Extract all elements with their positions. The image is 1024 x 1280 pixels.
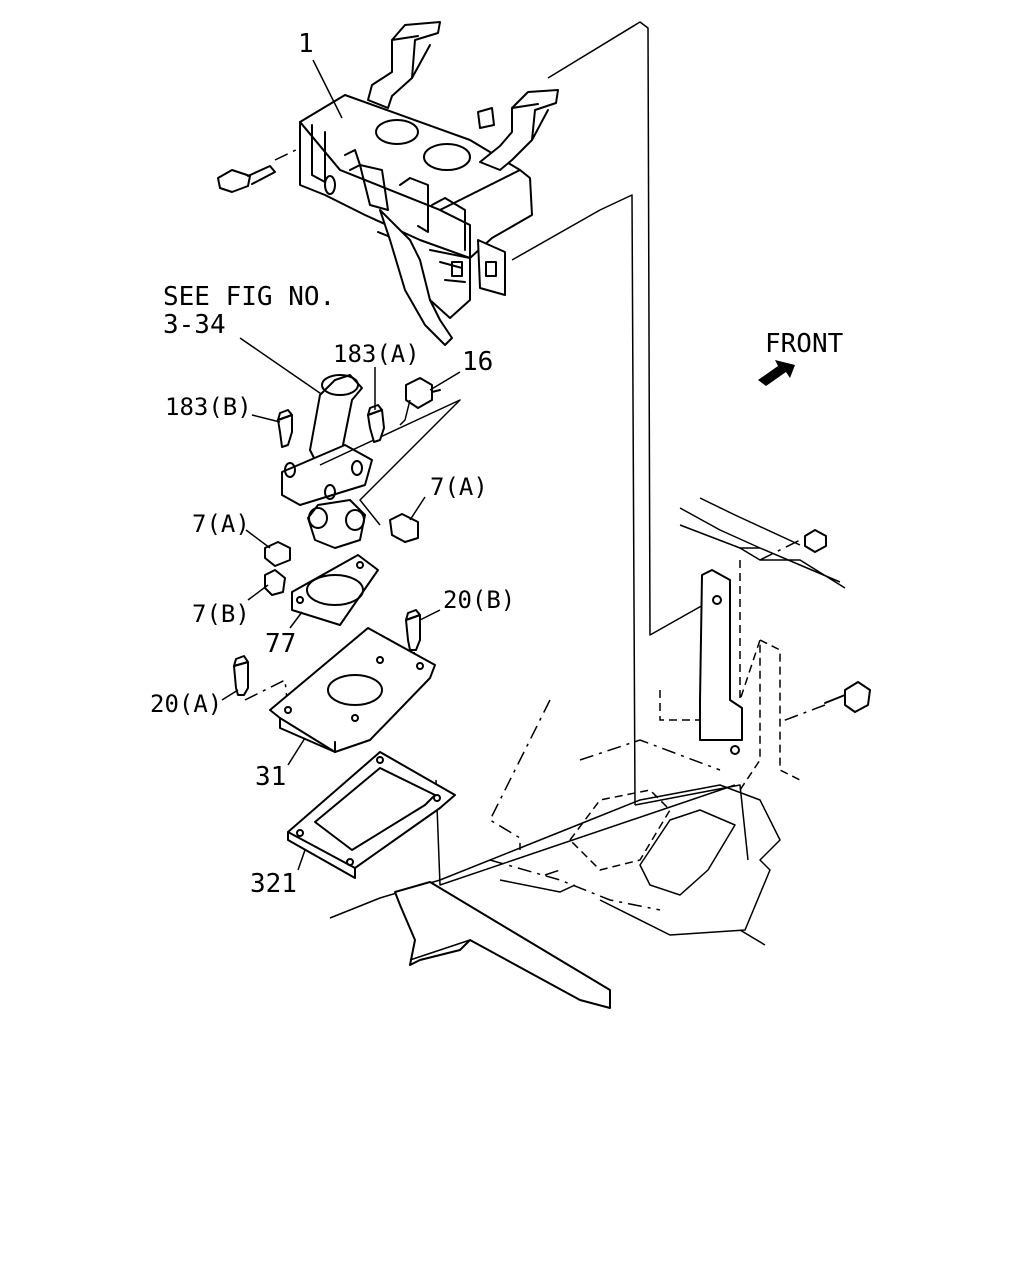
shift-lever-assembly <box>239 337 461 549</box>
label-part-20b: 20(B) <box>443 586 515 614</box>
label-see-fig-line1: SEE FIG NO. <box>163 282 335 312</box>
label-part-321: 321 <box>250 869 297 899</box>
label-see-fig-line2: 3-34 <box>163 310 226 340</box>
label-part-183a: 183(A) <box>333 340 420 368</box>
label-front: FRONT <box>765 329 844 359</box>
gasket-part-321 <box>287 751 456 879</box>
bolt-183b <box>277 409 293 448</box>
label-part-77: 77 <box>265 629 296 659</box>
fitting-7a-left <box>264 541 291 567</box>
switch-part-16 <box>399 377 441 426</box>
front-arrow-icon <box>758 360 795 386</box>
label-part-1: 1 <box>298 29 314 59</box>
label-part-31: 31 <box>255 762 286 792</box>
label-part-16: 16 <box>462 347 493 377</box>
label-part-7b: 7(B) <box>192 600 250 628</box>
gasket-part-77 <box>291 554 379 626</box>
assembly-leader-lines <box>435 21 749 886</box>
bolt-183a <box>367 404 385 443</box>
fitting-7b <box>264 569 286 596</box>
label-leaders <box>221 59 461 871</box>
plate-part-31 <box>269 627 436 753</box>
bracket-part-1 <box>217 21 559 346</box>
label-part-183b: 183(B) <box>165 393 252 421</box>
chassis-floor-assembly <box>329 497 871 1009</box>
fitting-7a-right <box>389 513 419 543</box>
label-part-7a-right: 7(A) <box>430 473 488 501</box>
label-part-7a-left: 7(A) <box>192 510 250 538</box>
label-part-20a: 20(A) <box>150 690 222 718</box>
